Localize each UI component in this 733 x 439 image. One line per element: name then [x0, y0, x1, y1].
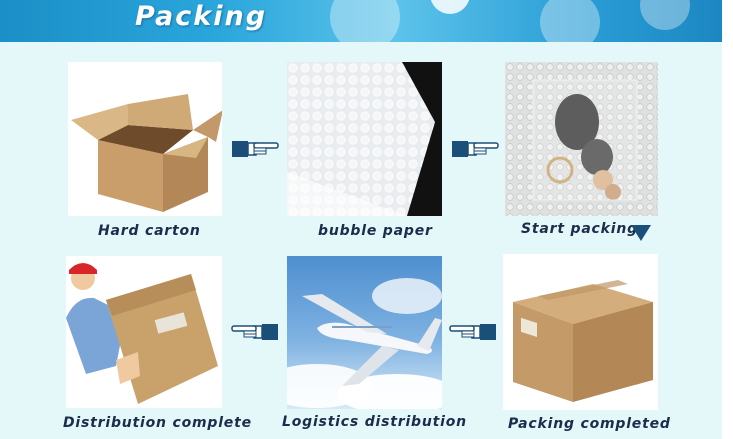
distribution-complete-image: [66, 256, 222, 408]
bubble-paper-image: [287, 62, 442, 216]
step-caption-hard-carton: Hard carton: [98, 223, 201, 239]
hard-carton-image: [68, 62, 222, 216]
start-packing-image: [505, 62, 658, 216]
step-caption-distribution-complete: Distribution complete: [63, 415, 252, 431]
step-caption-bubble-paper: bubble paper: [318, 223, 433, 239]
step-caption-start-packing: Start packing: [521, 221, 638, 237]
pointing-hand-icon: [230, 320, 278, 342]
logistics-distribution-image: [287, 256, 442, 409]
packing-completed-image: [503, 254, 658, 410]
pointing-hand-icon: [448, 320, 496, 342]
step-caption-logistics-distribution: Logistics distribution: [282, 414, 467, 430]
header-banner: Packing: [0, 0, 722, 42]
down-triangle-icon: [631, 225, 651, 241]
pointing-hand-icon: [452, 137, 500, 159]
page-title: Packing: [135, 1, 268, 32]
step-caption-packing-completed: Packing completed: [508, 416, 671, 432]
pointing-hand-icon: [232, 137, 280, 159]
